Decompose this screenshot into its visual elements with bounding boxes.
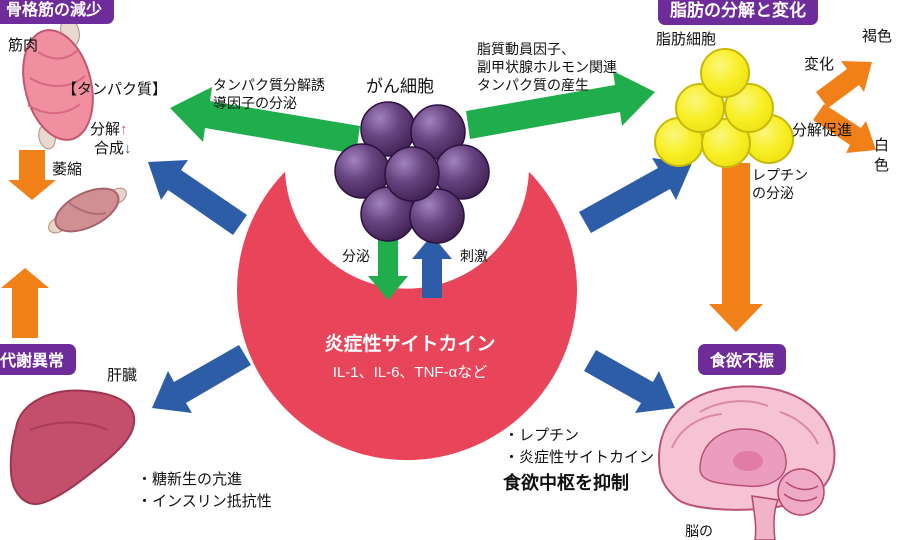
cytokine-crescent-shape <box>237 171 578 461</box>
brain-illustration <box>658 385 836 540</box>
badge-appetite-loss: 食欲不振 <box>698 344 787 375</box>
stimulation-label: 刺激 <box>460 248 488 264</box>
green-arrow-right <box>466 71 655 139</box>
blue-arrow-lower-right <box>584 350 675 413</box>
protein-breakdown-label: 分解 <box>90 120 121 138</box>
change-label: 変化 <box>804 56 835 73</box>
cytokine-subtitle: IL-1、IL-6、TNF-αなど <box>332 364 488 381</box>
cancer-cells-illustration <box>334 101 490 244</box>
stimulation-arrow <box>412 235 452 298</box>
fat-cells-label: 脂肪細胞 <box>656 31 717 48</box>
protein-synthesis-line: 合成↓ <box>94 119 132 158</box>
blue-arrow-lower-left <box>152 345 251 413</box>
cancer-cells-label: がん細胞 <box>366 77 434 96</box>
fat-cells-illustration <box>654 48 794 168</box>
orange-arrow-leptin-down <box>709 163 763 332</box>
muscle-illustration <box>22 17 94 150</box>
brown-fat-label: 褐色 <box>862 28 893 45</box>
protein-breakdown-line: 分解↑ <box>90 100 128 139</box>
appetite-center-suppress-label: 食欲中枢を抑制 <box>503 473 629 493</box>
liver-illustration <box>9 389 136 505</box>
blue-arrow-upper-left <box>148 160 247 235</box>
atrophy-label: 萎縮 <box>52 161 83 178</box>
muscle-label: 筋肉 <box>8 37 39 54</box>
green-arrow-left <box>170 87 360 154</box>
leptin-secretion-label: レプチン の分泌 <box>752 167 808 202</box>
orange-arrow-change <box>816 61 872 108</box>
up-arrow-icon: ↑ <box>120 120 128 138</box>
liver-label: 肝臓 <box>107 367 138 384</box>
secretion-arrow <box>368 233 408 300</box>
cytokine-title: 炎症性サイトカイン <box>324 334 496 355</box>
brain-caption: 脳の <box>685 523 713 539</box>
brain-point-leptin: ・レプチン <box>504 427 580 444</box>
protein-synthesis-label: 合成 <box>94 139 125 157</box>
breakdown-promotion-label: 分解促進 <box>792 122 853 139</box>
down-arrow-icon: ↓ <box>124 139 132 157</box>
secretion-label: 分泌 <box>342 248 370 264</box>
badge-skeletal-muscle-loss: 骨格筋の減少 <box>0 0 115 24</box>
badge-fat-breakdown-change: 脂肪の分解と変化 <box>658 0 818 25</box>
blue-arrow-upper-right <box>579 158 692 233</box>
liver-point-gluconeogenesis: ・糖新生の亢進 <box>137 471 243 488</box>
liver-point-insulin-resistance: ・インスリン抵抗性 <box>137 493 272 510</box>
white-fat-label: 白色 <box>874 137 890 174</box>
protein-degradation-factor-label: タンパク質分解誘 導因子の分泌 <box>213 77 325 112</box>
brain-point-cytokine: ・炎症性サイトカイン <box>504 449 655 466</box>
badge-metabolic-abnormality: 代謝異常 <box>0 344 77 375</box>
protein-header-label: 【タンパク質】 <box>62 81 168 98</box>
orange-arrow-muscle-down <box>8 150 56 200</box>
atrophied-muscle-illustration <box>48 187 127 234</box>
lipid-mobilizing-factor-label: 脂質動員因子、 副甲状腺ホルモン関連 タンパク質の産生 <box>477 41 617 94</box>
orange-arrow-promote <box>813 104 876 153</box>
orange-arrow-metabolic-up <box>1 268 49 338</box>
